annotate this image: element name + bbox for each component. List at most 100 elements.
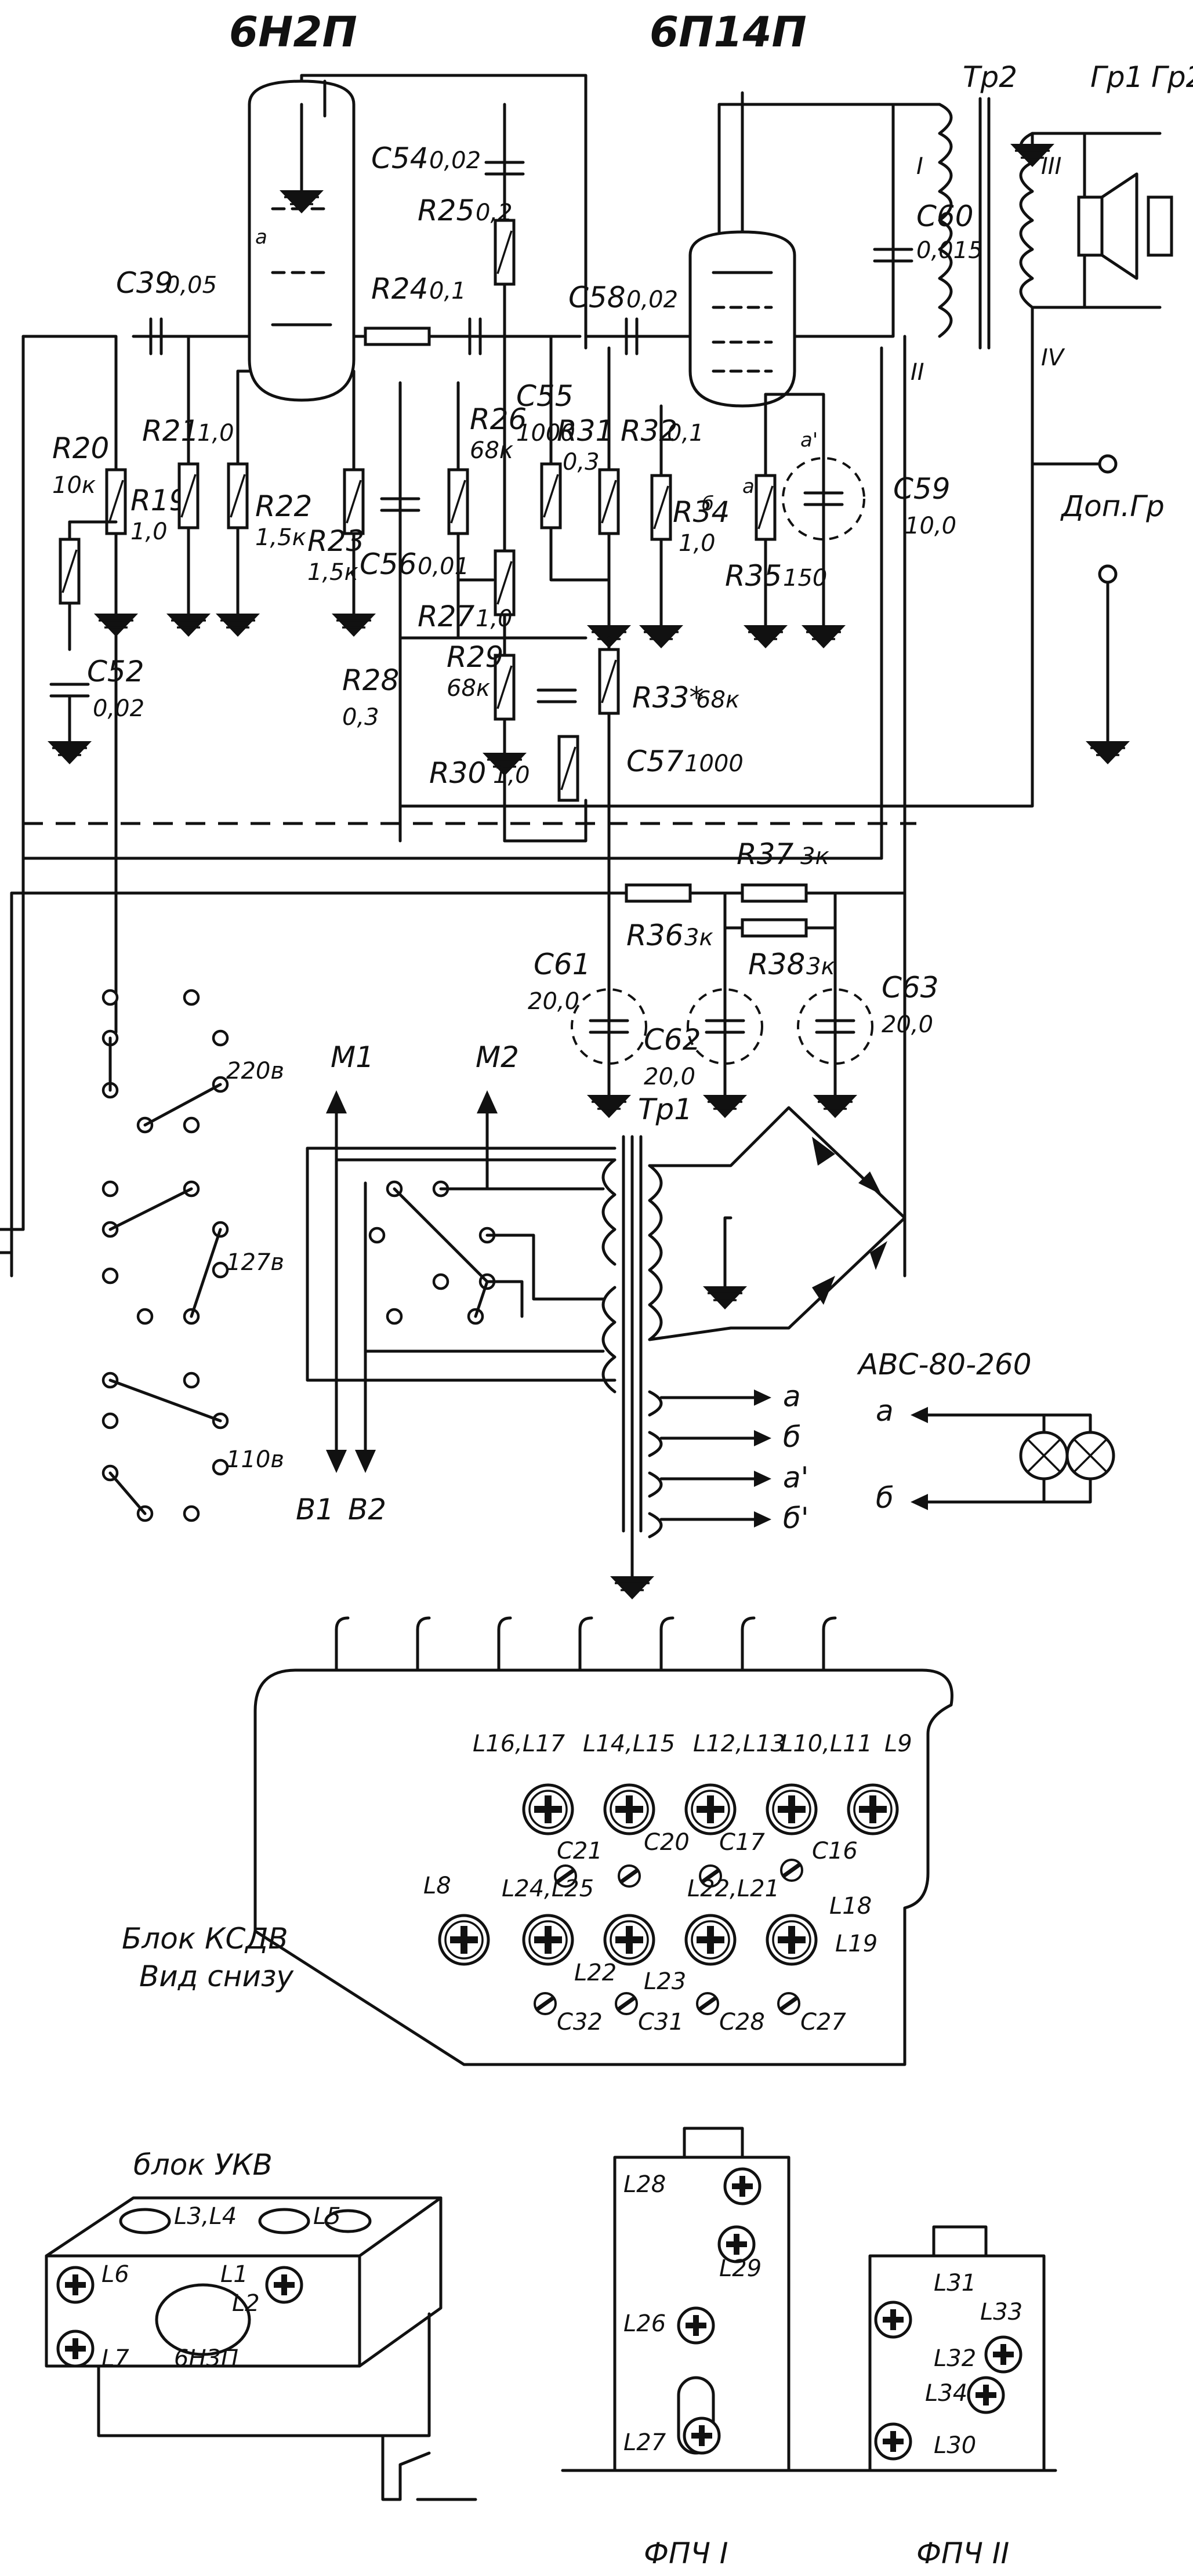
fpch1-coil-3: L26	[623, 2310, 666, 2337]
fpch1-coil-1: L28	[623, 2171, 666, 2198]
ksdv-coil-top-1: L16,L17	[473, 1730, 565, 1757]
dop-gr-label: Доп.Гр	[1060, 489, 1165, 523]
svg-text:0,05: 0,05	[165, 272, 217, 299]
fpch2-coil-1: L31	[934, 2270, 976, 2296]
svg-text:0,02: 0,02	[429, 147, 481, 174]
fpch2-coil-5: L30	[934, 2432, 976, 2459]
ukv-tube-6n3p	[155, 2283, 251, 2356]
fpch1-title: ФПЧ I	[644, 2537, 728, 2570]
svg-text:0,02: 0,02	[93, 695, 144, 722]
m1-label: M1	[331, 1040, 374, 1074]
r24-label: R24	[371, 272, 428, 306]
svg-text:0,01: 0,01	[418, 553, 469, 580]
tr2-label: Тр2	[963, 60, 1017, 94]
c52-label: C52	[87, 655, 144, 688]
svg-text:I: I	[916, 153, 923, 180]
b1-label: B1	[296, 1493, 334, 1526]
svg-text:0,02: 0,02	[626, 286, 678, 313]
gr2-label: Гр2	[1151, 60, 1193, 94]
r22-label: R22	[255, 489, 312, 523]
ksdv-pins	[335, 1616, 837, 1672]
ksdv-body-outline	[253, 1668, 953, 2066]
svg-text:III: III	[1041, 153, 1061, 180]
r23-label: R23	[307, 524, 364, 558]
fpch2-title: ФПЧ II	[916, 2537, 1009, 2570]
svg-text:а': а'	[800, 429, 818, 452]
tube-6p14p-envelope	[688, 230, 796, 408]
c63-label: C63	[882, 971, 939, 1004]
svg-text:20,0: 20,0	[644, 1064, 695, 1090]
r38-label: R38	[748, 948, 805, 981]
c61-label: C61	[534, 948, 591, 981]
fpch2-coil-3: L32	[934, 2345, 976, 2372]
ksdv-coil-top-4: L10,L11	[780, 1730, 872, 1757]
ukv-coil-3: L6	[101, 2261, 129, 2288]
c57-label: C57	[626, 745, 684, 778]
ksdv-cap-mid-2: C20	[644, 1829, 690, 1856]
ksdv-coil-bottom-4: L18	[829, 1893, 872, 1920]
svg-text:10к: 10к	[52, 472, 96, 499]
svg-text:а: а	[876, 1394, 894, 1428]
svg-text:1,5к: 1,5к	[307, 559, 358, 586]
ksdv-coil-bottom-2: L24,L25	[502, 1875, 594, 1902]
ksdv-block: L16,L17 L14,L15 L12,L13 L10,L11 L9 C21 C…	[122, 1616, 953, 2066]
svg-text:68к: 68к	[696, 687, 739, 713]
svg-text:3к: 3к	[806, 953, 835, 980]
ukv-coil-4: L1	[220, 2261, 248, 2288]
svg-text:1000: 1000	[684, 750, 744, 777]
c62-label: C62	[644, 1023, 701, 1057]
svg-text:0,1: 0,1	[667, 420, 704, 447]
fpch1-coil-4: L27	[623, 2429, 666, 2456]
svg-text:1,0: 1,0	[197, 420, 234, 447]
r27-label: R27	[418, 600, 475, 633]
c39-label: C39	[116, 266, 173, 300]
svg-text:а: а	[255, 226, 267, 249]
svg-text:IV: IV	[1041, 344, 1065, 371]
ksdv-cap-bottom-2: C31	[638, 2009, 684, 2036]
svg-text:68к: 68к	[470, 437, 513, 464]
r36-label: R36	[626, 919, 683, 952]
ksdv-coil-bottom-3: L22,L21	[687, 1875, 779, 1902]
svg-text:20,0: 20,0	[528, 988, 579, 1015]
c55-label: C55	[516, 379, 574, 413]
gr1-label: Гр1	[1090, 60, 1143, 94]
r30-label: R30	[429, 756, 486, 790]
svg-text:б: б	[702, 492, 714, 516]
svg-text:б: б	[876, 1481, 894, 1515]
svg-text:0,3: 0,3	[342, 704, 379, 731]
svg-text:3к: 3к	[684, 924, 713, 951]
ukv-block: блок УКВ L3,L4 L5 L6 L1 L2 L7 6Н3П	[45, 2148, 477, 2501]
ksdv-coil-bottom-5: L19	[835, 1931, 877, 1957]
voltage-selector-section: 220в 127в 110в M1 M2 B1 B2	[0, 891, 617, 1526]
r21-label: R21	[142, 414, 199, 448]
r37-label: R37	[737, 837, 794, 871]
r25-label: R25	[418, 194, 474, 227]
svg-text:1,0: 1,0	[130, 518, 168, 545]
svg-text:а: а	[742, 475, 755, 498]
r29-label: R29	[447, 640, 503, 674]
c58-label: C58	[568, 281, 626, 314]
svg-text:150: 150	[783, 565, 827, 592]
ukv-coil-5: L2	[232, 2290, 260, 2317]
c54-label: C54	[371, 142, 429, 175]
fpch1-coil-2: L29	[719, 2255, 762, 2282]
svg-text:1,5к: 1,5к	[255, 524, 306, 551]
svg-text:б': б'	[783, 1501, 809, 1535]
fpch2-coil-2: L33	[980, 2299, 1022, 2325]
c59-label: C59	[893, 472, 951, 506]
ksdv-title: Блок КСДВ	[122, 1922, 288, 1955]
tube-label-6n2p: 6Н2П	[229, 8, 357, 56]
svg-text:II: II	[911, 359, 924, 386]
voltage-110-label: 110в	[226, 1446, 284, 1473]
fpch2-coil-4: L34	[925, 2380, 967, 2407]
tr1-label: Тр1	[638, 1093, 692, 1126]
r33-label: R33*	[632, 681, 704, 714]
ksdv-coil-top-5: L9	[884, 1730, 912, 1757]
ksdv-cap-bottom-4: C27	[800, 2009, 846, 2036]
r34-label: R34	[673, 495, 730, 529]
ksdv-cap-mid-4: C16	[812, 1838, 858, 1864]
ksdv-cap-mid-1: C21	[557, 1838, 603, 1864]
tube-6n2p-envelope	[248, 79, 356, 402]
